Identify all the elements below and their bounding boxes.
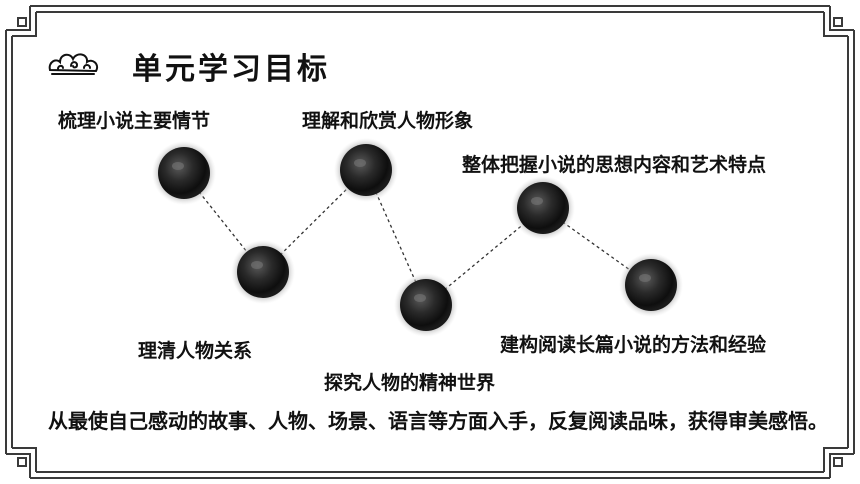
- page-title: 单元学习目标: [132, 52, 330, 87]
- goal-node: [619, 253, 683, 317]
- goal-node: [511, 176, 575, 240]
- goal-node: [231, 240, 295, 304]
- cloud-scroll-icon: [48, 53, 98, 75]
- goal-node: [152, 141, 216, 205]
- goal-label-spiritual-world: 探究人物的精神世界: [324, 372, 496, 394]
- goal-label-relationships: 理清人物关系: [138, 340, 253, 362]
- goal-label-plot: 梳理小说主要情节: [58, 110, 211, 132]
- goal-label-reading-method: 建构阅读长篇小说的方法和经验: [500, 334, 767, 356]
- goal-label-characters: 理解和欣赏人物形象: [302, 110, 474, 132]
- goal-node: [394, 273, 458, 337]
- goal-node: [334, 138, 398, 202]
- instruction-text: 从最使自己感动的故事、人物、场景、语言等方面入手，反复阅读品味，获得审美感悟。: [48, 409, 828, 433]
- goal-label-themes-art: 整体把握小说的思想内容和艺术特点: [462, 154, 767, 176]
